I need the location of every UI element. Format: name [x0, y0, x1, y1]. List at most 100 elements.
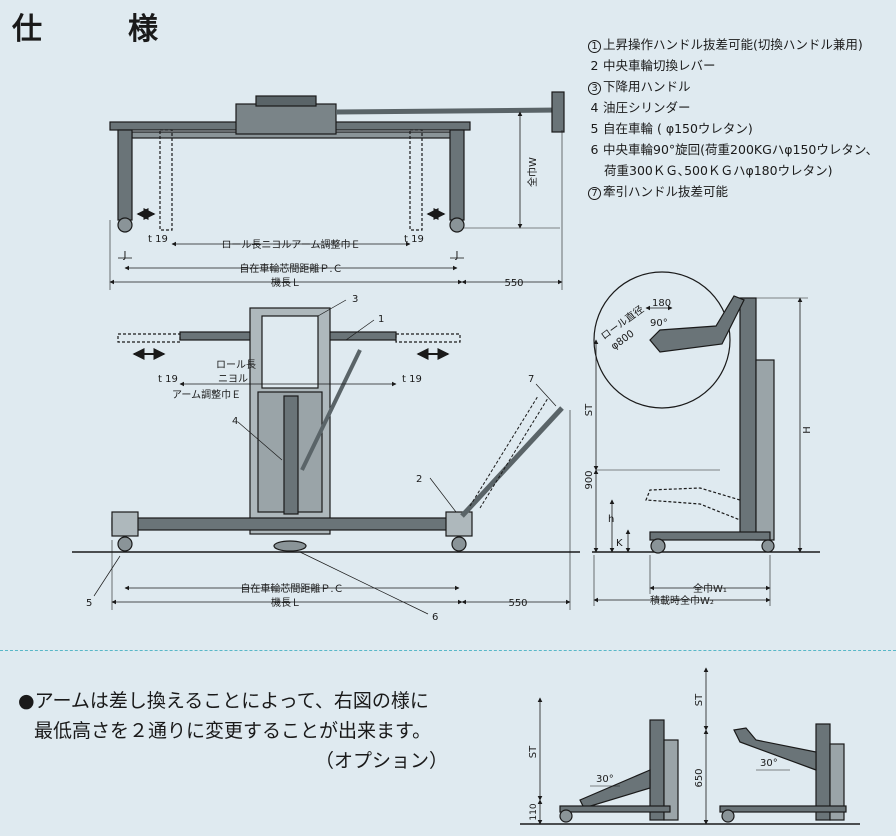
option-view-labels: ST 30° 110 ST 30° 650 — [528, 693, 778, 821]
front-center-wheel — [273, 540, 307, 552]
side-w1-label: 全巾W₁ — [693, 582, 727, 595]
front-pc-label: 自在車輪芯間距離Ｐ.Ｃ — [240, 582, 343, 595]
legend-text: 下降用ハンドル — [603, 79, 691, 94]
top-550-label: 550 — [504, 278, 523, 289]
option-left-mast — [649, 719, 665, 821]
top-t-right: t 19 — [404, 234, 424, 245]
top-handle-grip — [551, 91, 565, 133]
legend-mark: 7 — [588, 187, 601, 200]
top-width-label: 全巾W — [526, 157, 539, 187]
option-note: ●アームは差し換えることによって、右図の様に 最低高さを２通りに変更することが出… — [18, 686, 478, 776]
legend-mark: 3 — [588, 82, 601, 95]
option-left-cylinder — [663, 739, 679, 821]
front-handle-1 — [300, 349, 362, 471]
front-view-labels: 3 1 4 2 7 5 6 ロール長 ニヨル アーム調整巾Ｅ t 19 t 19… — [86, 294, 534, 623]
top-arm-left-alt — [159, 129, 173, 231]
page-title: 仕 様 — [12, 12, 186, 47]
top-center-block — [235, 103, 337, 135]
front-arm-right-alt — [395, 333, 461, 343]
front-leader-6 — [299, 551, 429, 615]
callout-4: 4 — [232, 416, 238, 427]
front-tow-handle-alt — [469, 395, 539, 507]
option-right-base — [719, 805, 847, 813]
option-110-label: 110 — [529, 803, 539, 820]
side-lower-arm-alt — [645, 487, 741, 521]
side-h-upper-label: H — [802, 426, 813, 434]
top-wheel-left — [117, 217, 133, 233]
note-line-3: （オプション） — [314, 750, 448, 772]
option-left-base — [559, 805, 671, 813]
front-leader-7 — [535, 383, 557, 407]
option-left-arm — [579, 769, 651, 809]
legend-text: 上昇操作ハンドル抜差可能(切換ハンドル兼用) — [603, 37, 863, 52]
side-k-label: K — [616, 538, 623, 549]
side-w2-label: 積載時全巾W₂ — [650, 594, 714, 607]
side-wheel-front — [650, 538, 666, 554]
option-left-angle-label: 30° — [596, 774, 614, 785]
callout-6: 6 — [432, 612, 438, 623]
legend-text: 荷重300ＫＧ､500ＫＧハφ180ウレタン) — [604, 163, 833, 178]
top-view — [109, 91, 565, 290]
side-angle-label: 90° — [650, 318, 668, 329]
front-leader-3 — [317, 299, 347, 317]
top-j-right: J — [455, 250, 459, 261]
front-cylinder — [283, 395, 299, 515]
callout-5: 5 — [86, 598, 92, 609]
top-arm-right — [449, 129, 465, 221]
side-base — [649, 531, 771, 541]
front-t-right: t 19 — [402, 374, 422, 385]
note-line-1: ●アームは差し換えることによって、右図の様に — [18, 690, 429, 712]
front-caster-right — [451, 536, 467, 552]
front-leader-2 — [429, 477, 457, 513]
top-wheel-right — [449, 217, 465, 233]
option-view — [520, 667, 860, 825]
side-180-label: 180 — [652, 298, 671, 309]
front-leader-4 — [237, 421, 283, 461]
side-cylinder — [755, 359, 775, 541]
option-650-label: 650 — [694, 768, 705, 787]
callout-3: 3 — [352, 294, 358, 305]
top-center-cap — [255, 95, 317, 107]
legend-mark: 2 — [590, 58, 599, 73]
front-leader-5 — [93, 555, 121, 597]
front-arm-label: アーム調整巾Ｅ — [172, 388, 241, 401]
option-right-cylinder — [829, 743, 845, 821]
option-right-st-label: ST — [694, 693, 705, 706]
section-divider — [0, 650, 896, 651]
top-j-left: J — [123, 250, 127, 261]
legend-mark: 4 — [590, 100, 599, 115]
front-550-label: 550 — [508, 598, 527, 609]
top-view-labels: 全巾W t 19 t 19 ロール長ニヨルアーム調整巾Ｅ J J 自在車輪芯間距… — [123, 157, 539, 289]
side-wheel-rear — [761, 539, 775, 553]
side-view — [592, 271, 820, 606]
option-right-angle-label: 30° — [760, 758, 778, 769]
top-t-left: t 19 — [148, 234, 168, 245]
front-mast-window — [261, 315, 319, 389]
front-tow-handle — [460, 406, 564, 518]
callout-7: 7 — [528, 374, 534, 385]
front-base — [111, 517, 471, 531]
front-view — [72, 299, 580, 615]
option-left-wheel — [559, 809, 573, 823]
legend-mark: 6 — [590, 142, 599, 157]
note-line-2: 最低高さを２通りに変更することが出来ます。 — [34, 720, 432, 742]
option-left-st-label: ST — [528, 745, 539, 758]
legend-mark: 5 — [590, 121, 599, 136]
legend-text: 中央車輪切換レバー — [603, 58, 716, 73]
top-arm-right-alt — [409, 129, 423, 231]
legend-mark: 1 — [588, 40, 601, 53]
front-caster-right-block — [445, 511, 473, 537]
front-tow-handle-alt-2 — [479, 397, 549, 509]
front-t-left: t 19 — [158, 374, 178, 385]
top-l-label: 機長Ｌ — [271, 276, 301, 289]
top-handle — [335, 107, 561, 115]
